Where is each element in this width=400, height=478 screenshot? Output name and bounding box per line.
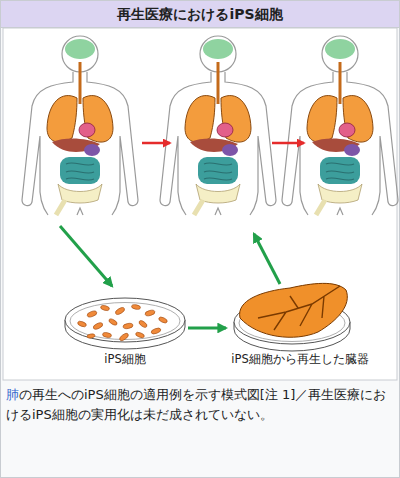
ips-cells	[100, 305, 110, 312]
culture-dish: iPS細胞から再生した臓器	[226, 290, 374, 366]
figure-caption: 肺の再生へのiPS細胞の適用例を示す模式図[注 1]／再生医療におけるiPS細胞…	[6, 385, 394, 425]
ips-cells	[150, 327, 161, 335]
ips-cells	[108, 318, 118, 326]
green-arrow	[254, 234, 280, 284]
regenerated-lung	[240, 283, 348, 337]
green-arrow	[60, 226, 112, 286]
red-arrow	[142, 143, 304, 144]
node-label: iPS細胞から再生した臓器	[226, 352, 374, 366]
ips-cells	[77, 320, 87, 327]
title-band: 再生医療におけるiPS細胞	[1, 1, 399, 28]
ips-cells	[131, 304, 141, 310]
red-arrow	[142, 142, 170, 145]
regenerated-lung	[258, 286, 340, 330]
ips-cells	[92, 322, 103, 331]
ips-cells	[119, 332, 130, 342]
diagram-title: 再生医療におけるiPS細胞	[117, 6, 282, 22]
image-area	[3, 28, 397, 380]
human-figure	[282, 36, 398, 215]
red-arrow	[272, 142, 304, 145]
ips-cells	[87, 333, 96, 338]
culture-dish: iPS細胞	[62, 290, 188, 366]
regenerated-lung	[240, 283, 348, 337]
ips-cells	[77, 304, 168, 342]
node-label: iPS細胞	[62, 352, 188, 366]
ips-cells	[138, 320, 148, 329]
petri-dish	[65, 298, 185, 342]
ips-cells	[114, 306, 125, 315]
ips-cells	[86, 310, 97, 318]
process-arrow	[188, 327, 226, 330]
ips-cells	[158, 316, 168, 324]
ips-cells	[123, 323, 134, 330]
ips-cells	[135, 331, 145, 338]
petri-dish	[65, 298, 185, 349]
human-figure	[160, 36, 276, 215]
human-figure	[22, 36, 138, 215]
green-arrow	[60, 226, 280, 286]
ips-cells	[102, 332, 112, 338]
ips-cells	[145, 309, 156, 316]
